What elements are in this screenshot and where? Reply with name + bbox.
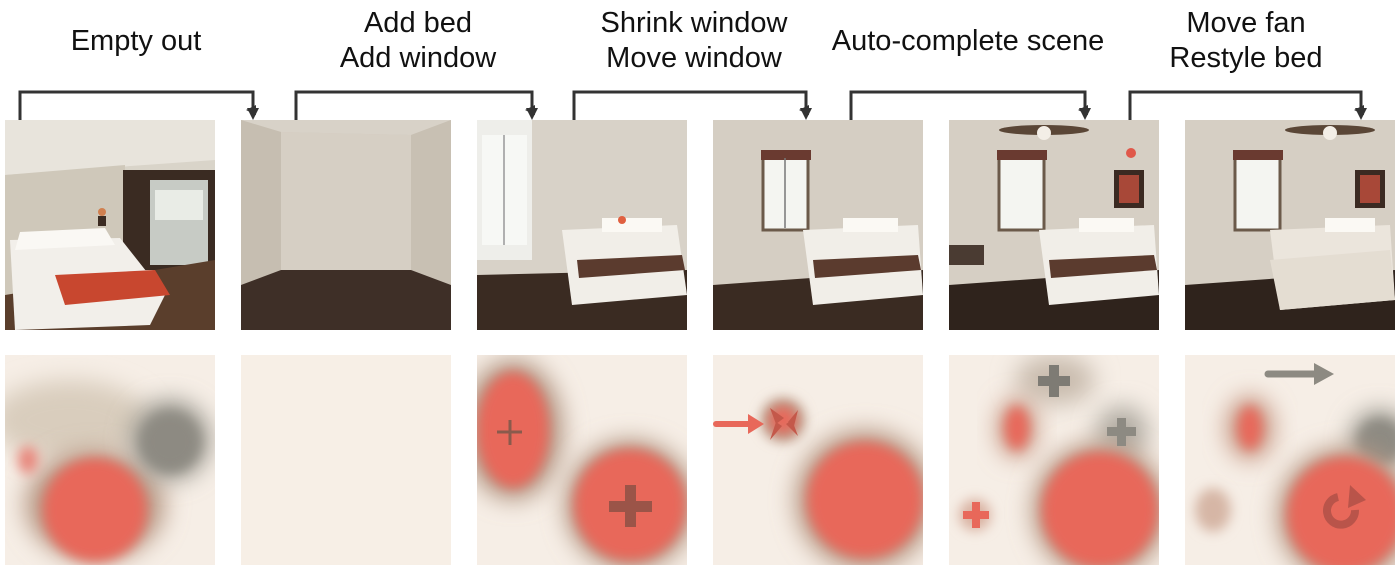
move-arrow-icon [713,414,764,434]
step-2-line-1: Add bed [363,7,473,39]
step-4-line-1: Auto-complete scene [831,25,1105,57]
step-3-line-1: Shrink window [600,7,788,39]
scene-small-window [713,120,923,330]
arrow-step-3 [572,90,809,120]
step-label-3: Shrink window Move window [544,6,844,76]
blob-panel-3 [477,355,687,565]
arrow-step-4 [849,90,1088,120]
scene-original-bedroom [5,120,215,330]
blob-panel-1 [5,355,215,565]
step-label-5: Move fan Restyle bed [1096,6,1396,76]
scene-empty-room [241,120,451,330]
arrow-step-2 [294,90,535,120]
move-arrow-icon [1264,363,1334,385]
add-icon [609,485,652,527]
add-icon [497,420,522,445]
blob-panel-2 [241,355,451,565]
arrow-step-1 [18,90,256,120]
add-icon [1107,418,1136,446]
add-icon [1038,365,1070,397]
blob-panel-4 [713,355,923,565]
blob-panel-6 [1185,355,1395,565]
step-5-line-1: Move fan [1186,7,1306,39]
add-icon [963,502,989,528]
shrink-icon [770,408,798,440]
step-2-line-2: Add window [339,42,497,74]
scene-restyled [1185,120,1395,330]
restyle-icon [1323,493,1359,529]
scene-completed [949,120,1159,330]
scene-bed-and-window [477,120,687,330]
step-label-4: Auto-complete scene [818,6,1118,59]
arrow-step-5 [1128,90,1364,120]
step-3-line-2: Move window [606,42,782,74]
step-1-line-1: Empty out [70,25,202,57]
restyle-icon-head [1348,485,1366,508]
blob-panel-5 [949,355,1159,565]
step-label-1: Empty out [0,6,286,59]
step-arrows [18,90,1367,120]
step-label-2: Add bed Add window [268,6,568,76]
step-5-line-2: Restyle bed [1169,42,1323,74]
